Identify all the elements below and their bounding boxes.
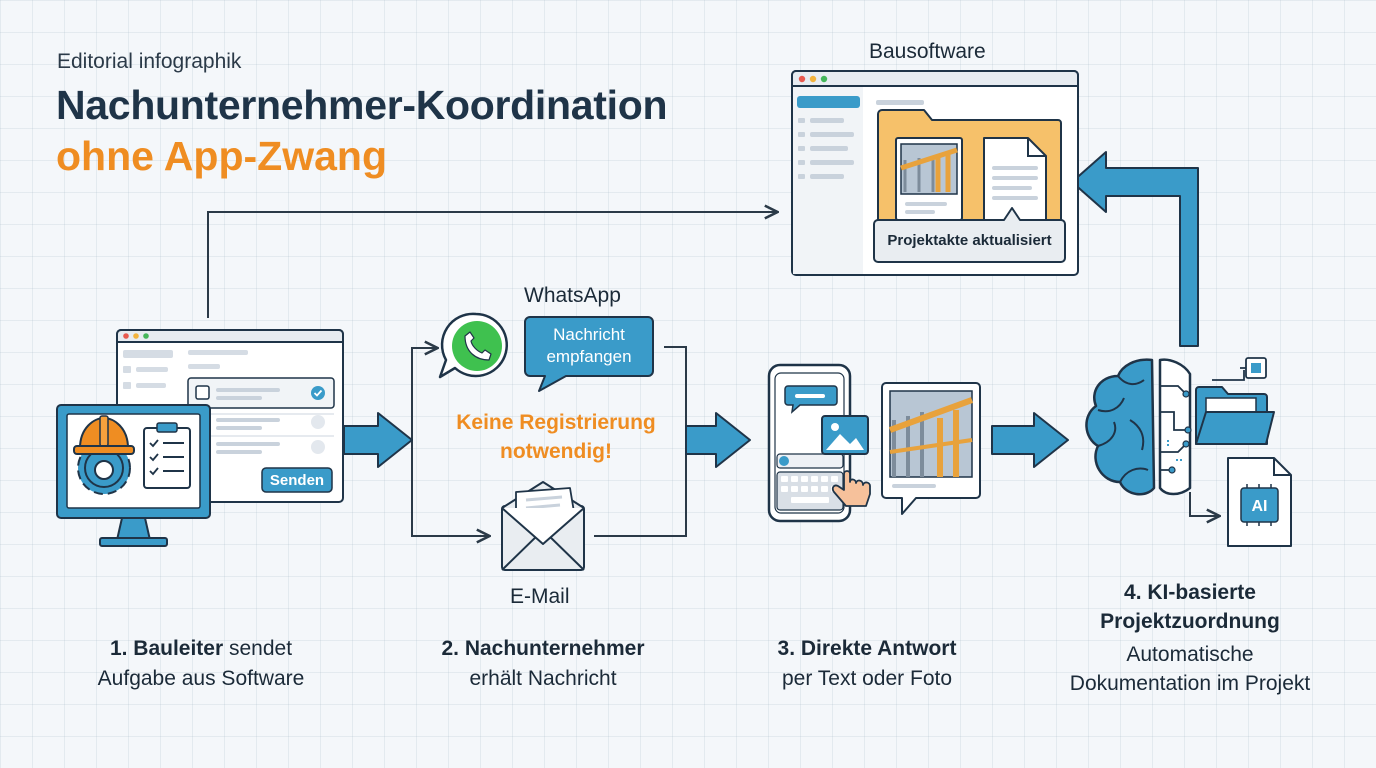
kicker: Editorial infographik	[57, 50, 242, 73]
step-3-caption: 3. Direkte Antwort per Text oder Foto	[726, 634, 1008, 694]
step-3-title: 3. Direkte Antwort	[777, 637, 957, 660]
folder-icon-ai	[1195, 386, 1275, 445]
message-bubble	[524, 316, 654, 392]
document-icon	[983, 137, 1047, 221]
status-callout	[873, 207, 1066, 263]
flow-arrow-1	[343, 412, 413, 468]
step-3-text: per Text oder Foto	[781, 667, 953, 690]
step-4-text-line2: Dokumentation im Projekt	[1069, 672, 1311, 695]
tap-hand-icon	[831, 470, 871, 507]
step-2-text: erhält Nachricht	[469, 667, 617, 690]
chip-icon	[1245, 357, 1267, 379]
connector-ai-out	[1189, 492, 1218, 516]
connector-whatsapp	[411, 348, 436, 448]
photo-card	[881, 382, 981, 515]
step-4-title-line1: 4. KI-basierte	[1124, 581, 1256, 604]
status-label: Projektakte aktualisiert	[887, 232, 1052, 249]
step-1-caption: 1. Bauleiter sendet Aufgabe aus Software	[60, 634, 342, 694]
image-icon	[821, 415, 869, 455]
step-1-text: Aufgabe aus Software	[97, 667, 305, 690]
flow-arrow-up	[1071, 151, 1199, 347]
software-label: Bausoftware	[869, 40, 986, 63]
send-button[interactable]	[261, 467, 333, 493]
bubble-text: Nachricht empfangen	[546, 325, 632, 366]
ai-badge: AI	[1252, 498, 1268, 515]
connector-email	[411, 448, 488, 536]
step-4-text-line1: Automatische	[1126, 643, 1254, 666]
step-1-title: 1. Bauleiter	[109, 637, 224, 660]
send-button-label: Senden	[270, 472, 324, 489]
step-4-caption: 4. KI-basierte Projektzuordnung Automati…	[1036, 578, 1344, 698]
step-2-title: 2. Nachunternehmer	[441, 637, 645, 660]
hard-hat-icon	[73, 415, 135, 455]
page-title: Nachunternehmer-Koordination	[56, 82, 668, 128]
no-registration-note: Keine Registrierung notwendig!	[456, 411, 656, 463]
flow-arrow-2	[685, 412, 751, 468]
connector-top	[207, 212, 776, 318]
flow-arrow-3	[991, 412, 1069, 468]
whatsapp-icon	[438, 312, 508, 379]
whatsapp-label: WhatsApp	[524, 284, 621, 307]
step-2-caption: 2. Nachunternehmer erhält Nachricht	[402, 634, 684, 694]
envelope-icon	[501, 481, 585, 571]
step-4-title-line2: Projektzuordnung	[1100, 610, 1280, 633]
ai-document-icon	[1227, 457, 1292, 547]
step-1-verb: sendet	[223, 637, 293, 660]
clipboard-icon	[143, 422, 191, 489]
email-label: E-Mail	[510, 585, 570, 608]
smartphone-icon	[767, 363, 852, 523]
page-subtitle: ohne App-Zwang	[56, 133, 387, 179]
